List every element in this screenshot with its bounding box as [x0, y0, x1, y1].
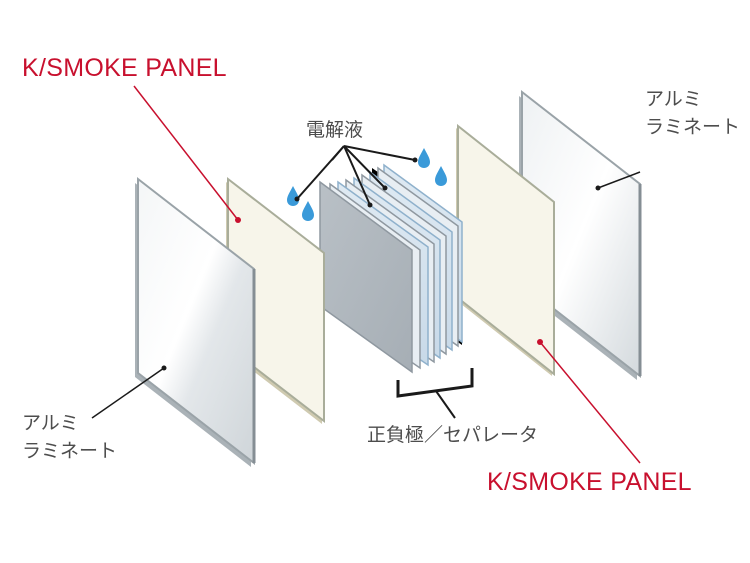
aluminum-label-right-line2: ラミネート [645, 116, 741, 138]
electrode-bracket [396, 368, 474, 419]
electrode-separator-stack [319, 163, 463, 374]
electrolyte-label: 電解液 [306, 119, 364, 141]
aluminum-laminate-label-right: アルミ ラミネート [645, 90, 740, 146]
aluminum-laminate-panel-left [135, 176, 256, 467]
aluminum-label-left-line2: ラミネート [22, 440, 118, 462]
aluminum-leader-lines [91, 171, 641, 419]
electrolyte-leader-lines [296, 145, 416, 206]
smoke-panel-label-bottom: K/SMOKE PANEL [487, 468, 692, 496]
electrode-separator-label: 正負極／セパレータ [367, 424, 539, 446]
smoke-panel-label-top: K/SMOKE PANEL [22, 54, 227, 82]
aluminum-laminate-label-left: アルミ ラミネート [22, 414, 117, 470]
aluminum-label-left-line1: アルミ [22, 412, 79, 434]
smoke-panel-leader-lines [133, 85, 641, 464]
smoke-panel-right [456, 123, 555, 377]
aluminum-label-right-line1: アルミ [645, 88, 702, 110]
